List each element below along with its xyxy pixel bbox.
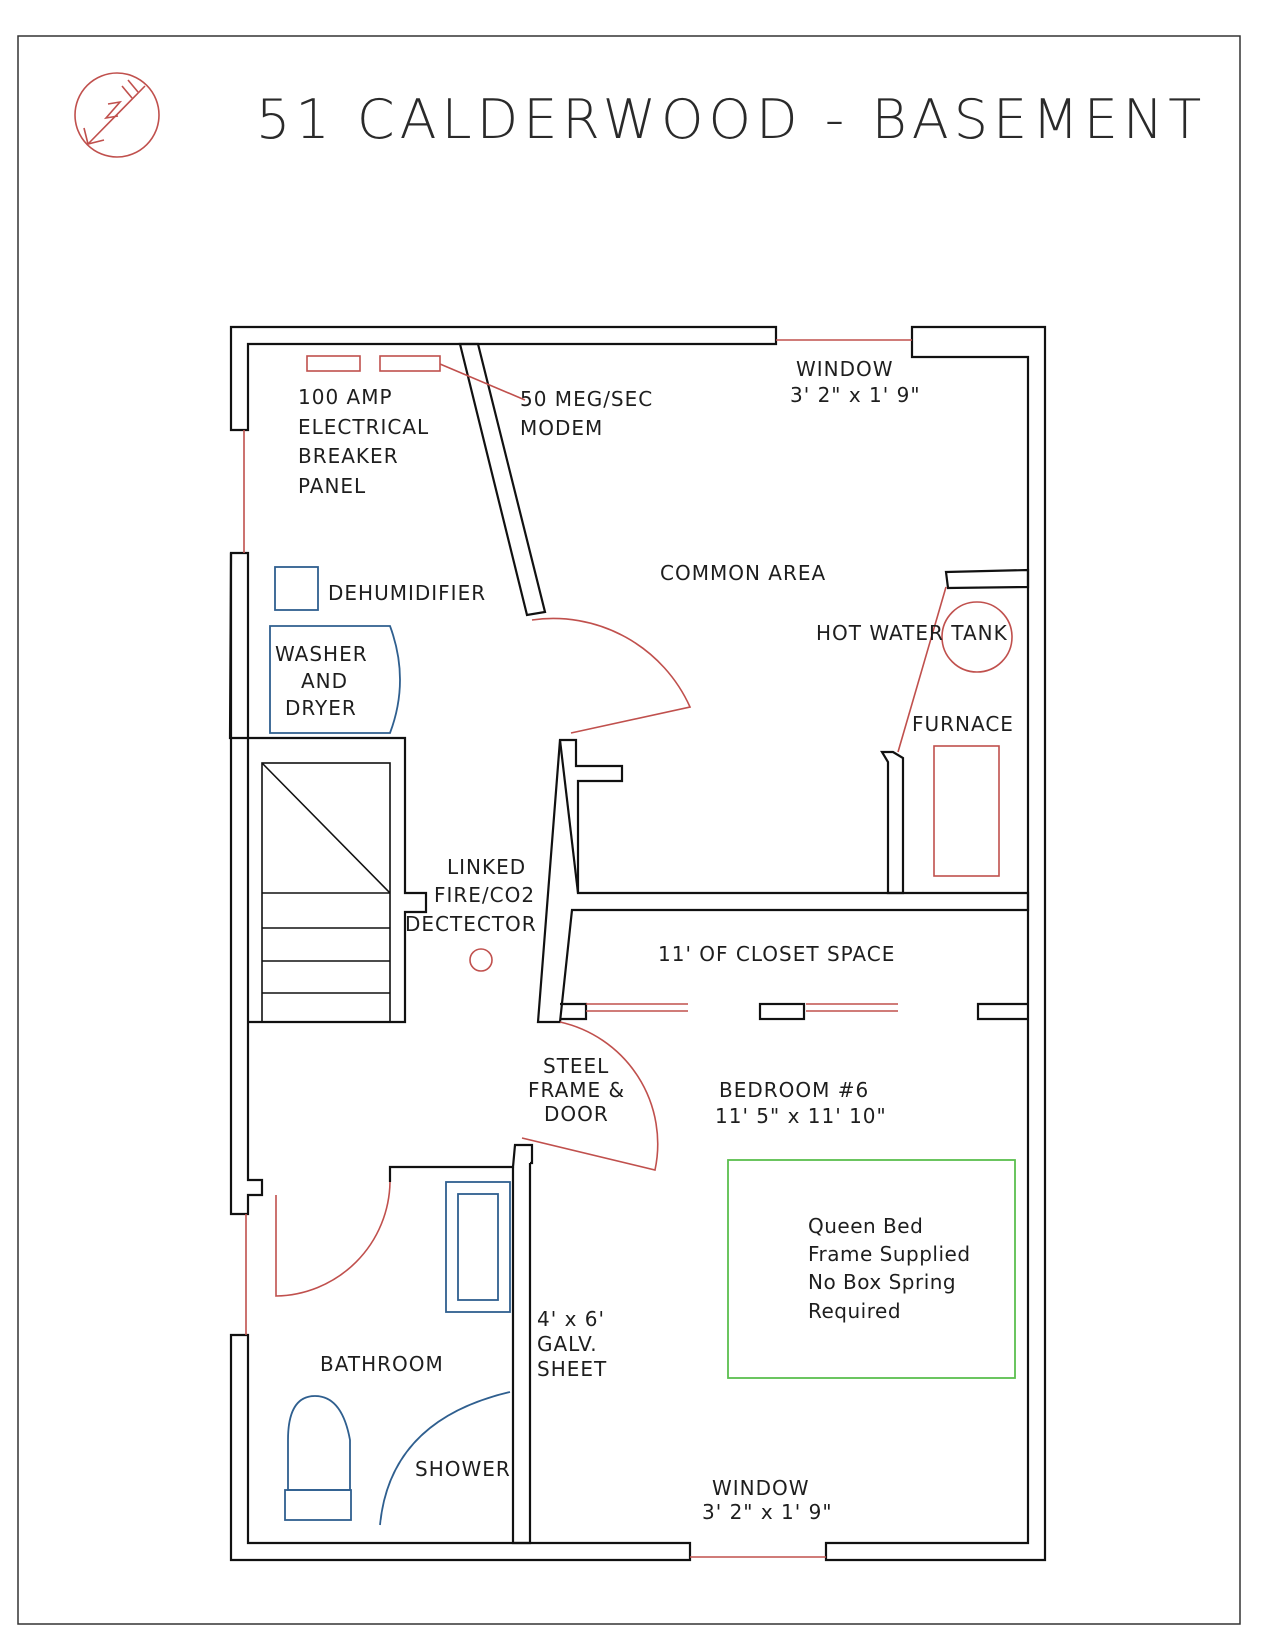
svg-text:SHEET: SHEET	[537, 1357, 607, 1381]
dehumidifier-label: DEHUMIDIFIER	[328, 581, 486, 605]
svg-text:LINKED: LINKED	[447, 855, 526, 879]
detector-label: LINKED FIRE/CO2 DECTECTOR	[405, 855, 537, 936]
common-area-label: COMMON AREA	[660, 561, 826, 585]
queen-bed	[727, 1159, 1016, 1379]
svg-text:GALV.: GALV.	[537, 1332, 598, 1356]
svg-text:AND: AND	[301, 669, 348, 693]
door-label: STEEL FRAME & DOOR	[528, 1054, 625, 1126]
washer-dryer	[269, 625, 401, 734]
hot-water-tank	[897, 586, 1013, 753]
shower-curtain	[379, 1391, 511, 1526]
breaker-panel-label: 100 AMP ELECTRICAL BREAKER PANEL	[298, 385, 429, 498]
svg-text:FIRE/CO2: FIRE/CO2	[434, 883, 535, 907]
dehumidifier	[274, 566, 319, 611]
modem-label: 50 MEG/SEC MODEM	[520, 387, 653, 440]
toilet	[284, 1395, 352, 1521]
svg-text:No Box Spring: No Box Spring	[808, 1270, 956, 1294]
queen-bed-label: Queen Bed Frame Supplied No Box Spring R…	[808, 1214, 971, 1323]
svg-text:WINDOW: WINDOW	[712, 1476, 810, 1500]
svg-text:ELECTRICAL: ELECTRICAL	[298, 415, 429, 439]
svg-text:MODEM: MODEM	[520, 416, 603, 440]
door-bathroom	[275, 1181, 391, 1297]
svg-text:Required: Required	[808, 1299, 901, 1323]
svg-text:Queen Bed: Queen Bed	[808, 1214, 923, 1238]
page-border	[17, 35, 1241, 1625]
svg-text:PANEL: PANEL	[298, 474, 366, 498]
svg-text:BEDROOM #6: BEDROOM #6	[719, 1078, 869, 1102]
bathtub	[445, 1181, 511, 1313]
svg-text:WINDOW: WINDOW	[796, 357, 894, 381]
fire-co2-detector	[469, 948, 493, 972]
svg-text:50 MEG/SEC: 50 MEG/SEC	[520, 387, 653, 411]
furnace	[933, 745, 1000, 877]
svg-text:Frame Supplied: Frame Supplied	[808, 1242, 971, 1266]
svg-text:11' 5" x 11' 10": 11' 5" x 11' 10"	[715, 1104, 887, 1128]
furnace-label: FURNACE	[912, 712, 1014, 736]
bedroom-label: BEDROOM #6 11' 5" x 11' 10"	[715, 1078, 887, 1128]
window-bottom-label: WINDOW 3' 2" x 1' 9"	[702, 1476, 833, 1524]
door-bedroom	[521, 1021, 659, 1171]
hot-water-tank-label: HOT WATER TANK	[816, 621, 1008, 645]
svg-text:FRAME &: FRAME &	[528, 1078, 625, 1102]
svg-text:3' 2" x 1' 9": 3' 2" x 1' 9"	[702, 1500, 833, 1524]
svg-text:DOOR: DOOR	[544, 1102, 609, 1126]
galv-sheet-label: 4' x 6' GALV. SHEET	[537, 1307, 607, 1381]
washer-dryer-label: WASHER AND DRYER	[275, 642, 368, 720]
svg-text:STEEL: STEEL	[543, 1054, 609, 1078]
page-title: 51 CALDERWOOD - BASEMENT	[256, 88, 1206, 151]
north-arrow-icon	[74, 72, 160, 158]
closet-label: 11' OF CLOSET SPACE	[658, 942, 895, 966]
svg-text:100 AMP: 100 AMP	[298, 385, 393, 409]
shower-label: SHOWER	[415, 1457, 511, 1481]
breaker-panel	[306, 355, 526, 401]
svg-text:4' x 6': 4' x 6'	[537, 1307, 605, 1331]
svg-text:BREAKER: BREAKER	[298, 444, 399, 468]
bathroom-label: BATHROOM	[320, 1352, 444, 1376]
svg-text:DRYER: DRYER	[285, 696, 357, 720]
svg-text:WASHER: WASHER	[275, 642, 368, 666]
window-top-label: WINDOW 3' 2" x 1' 9"	[790, 357, 921, 407]
door-utility	[531, 617, 692, 734]
svg-text:3' 2" x 1' 9": 3' 2" x 1' 9"	[790, 383, 921, 407]
closet-doors	[586, 1003, 898, 1012]
svg-text:DECTECTOR: DECTECTOR	[405, 912, 537, 936]
